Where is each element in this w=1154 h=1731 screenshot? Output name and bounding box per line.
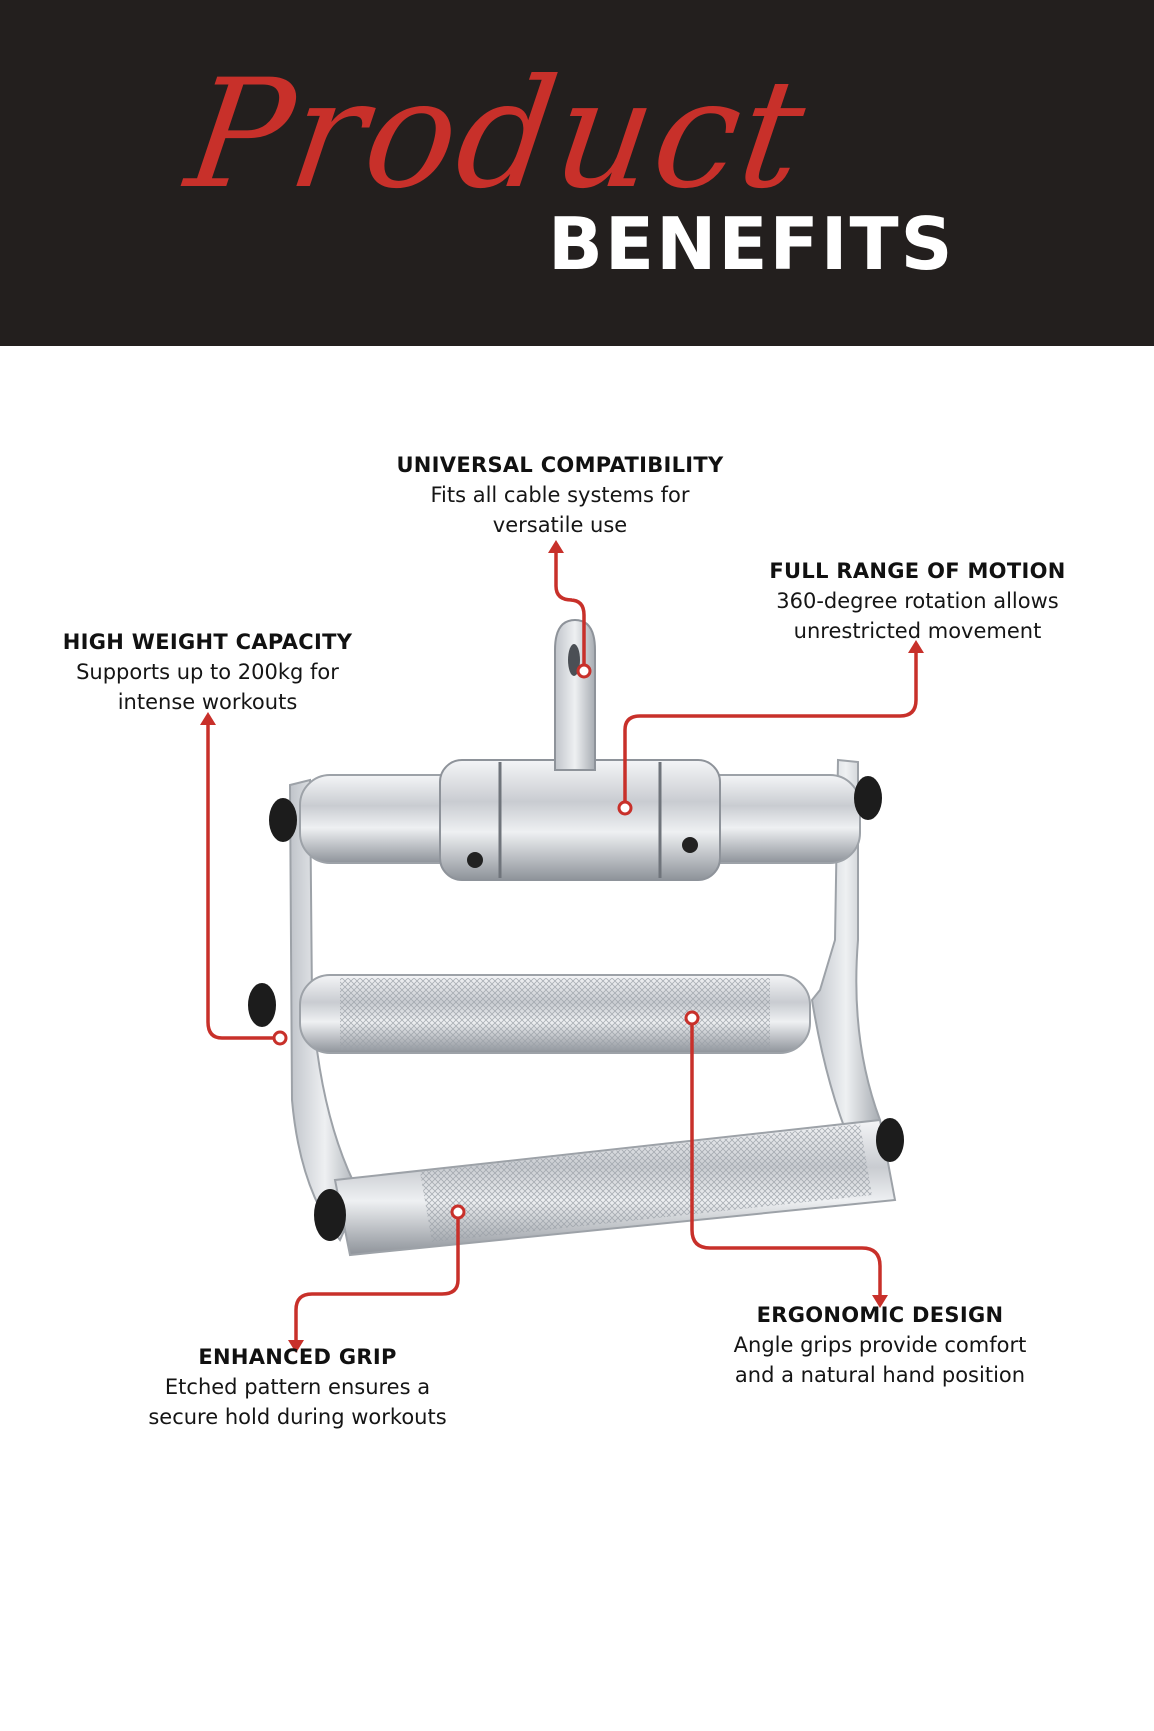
title-bold: BENEFITS bbox=[548, 202, 955, 286]
callout-ergonomic-design: ERGONOMIC DESIGN Angle grips provide com… bbox=[705, 1300, 1055, 1390]
callout-line: Etched pattern ensures a bbox=[164, 1375, 431, 1399]
callout-enhanced-grip: ENHANCED GRIP Etched pattern ensures a s… bbox=[120, 1342, 475, 1432]
callout-line: versatile use bbox=[492, 513, 628, 537]
callout-title: ENHANCED GRIP bbox=[198, 1345, 397, 1369]
callout-line: Supports up to 200kg for bbox=[76, 660, 339, 684]
callout-title: UNIVERSAL COMPATIBILITY bbox=[396, 453, 724, 477]
callout-title: FULL RANGE OF MOTION bbox=[769, 559, 1066, 583]
callout-high-weight-capacity: HIGH WEIGHT CAPACITY Supports up to 200k… bbox=[40, 627, 375, 717]
callout-line: secure hold during workouts bbox=[148, 1405, 447, 1429]
callout-lines bbox=[206, 548, 918, 1345]
callout-dot-icon bbox=[272, 663, 700, 1220]
callout-title: ERGONOMIC DESIGN bbox=[756, 1303, 1004, 1327]
callout-universal-compatibility: UNIVERSAL COMPATIBILITY Fits all cable s… bbox=[380, 450, 740, 540]
callout-full-range-of-motion: FULL RANGE OF MOTION 360-degree rotation… bbox=[740, 556, 1095, 646]
callout-line: intense workouts bbox=[117, 690, 298, 714]
callout-title: HIGH WEIGHT CAPACITY bbox=[62, 630, 353, 654]
eyelet bbox=[554, 618, 596, 771]
header-banner: Product BENEFITS bbox=[0, 0, 1154, 346]
callout-line: Fits all cable systems for bbox=[430, 483, 690, 507]
callout-line: Angle grips provide comfort bbox=[733, 1333, 1027, 1357]
callout-line: and a natural hand position bbox=[734, 1363, 1026, 1387]
callout-arrow-icon bbox=[200, 540, 924, 1353]
callout-line: 360-degree rotation allows bbox=[776, 589, 1059, 613]
callout-line: unrestricted movement bbox=[793, 619, 1042, 643]
